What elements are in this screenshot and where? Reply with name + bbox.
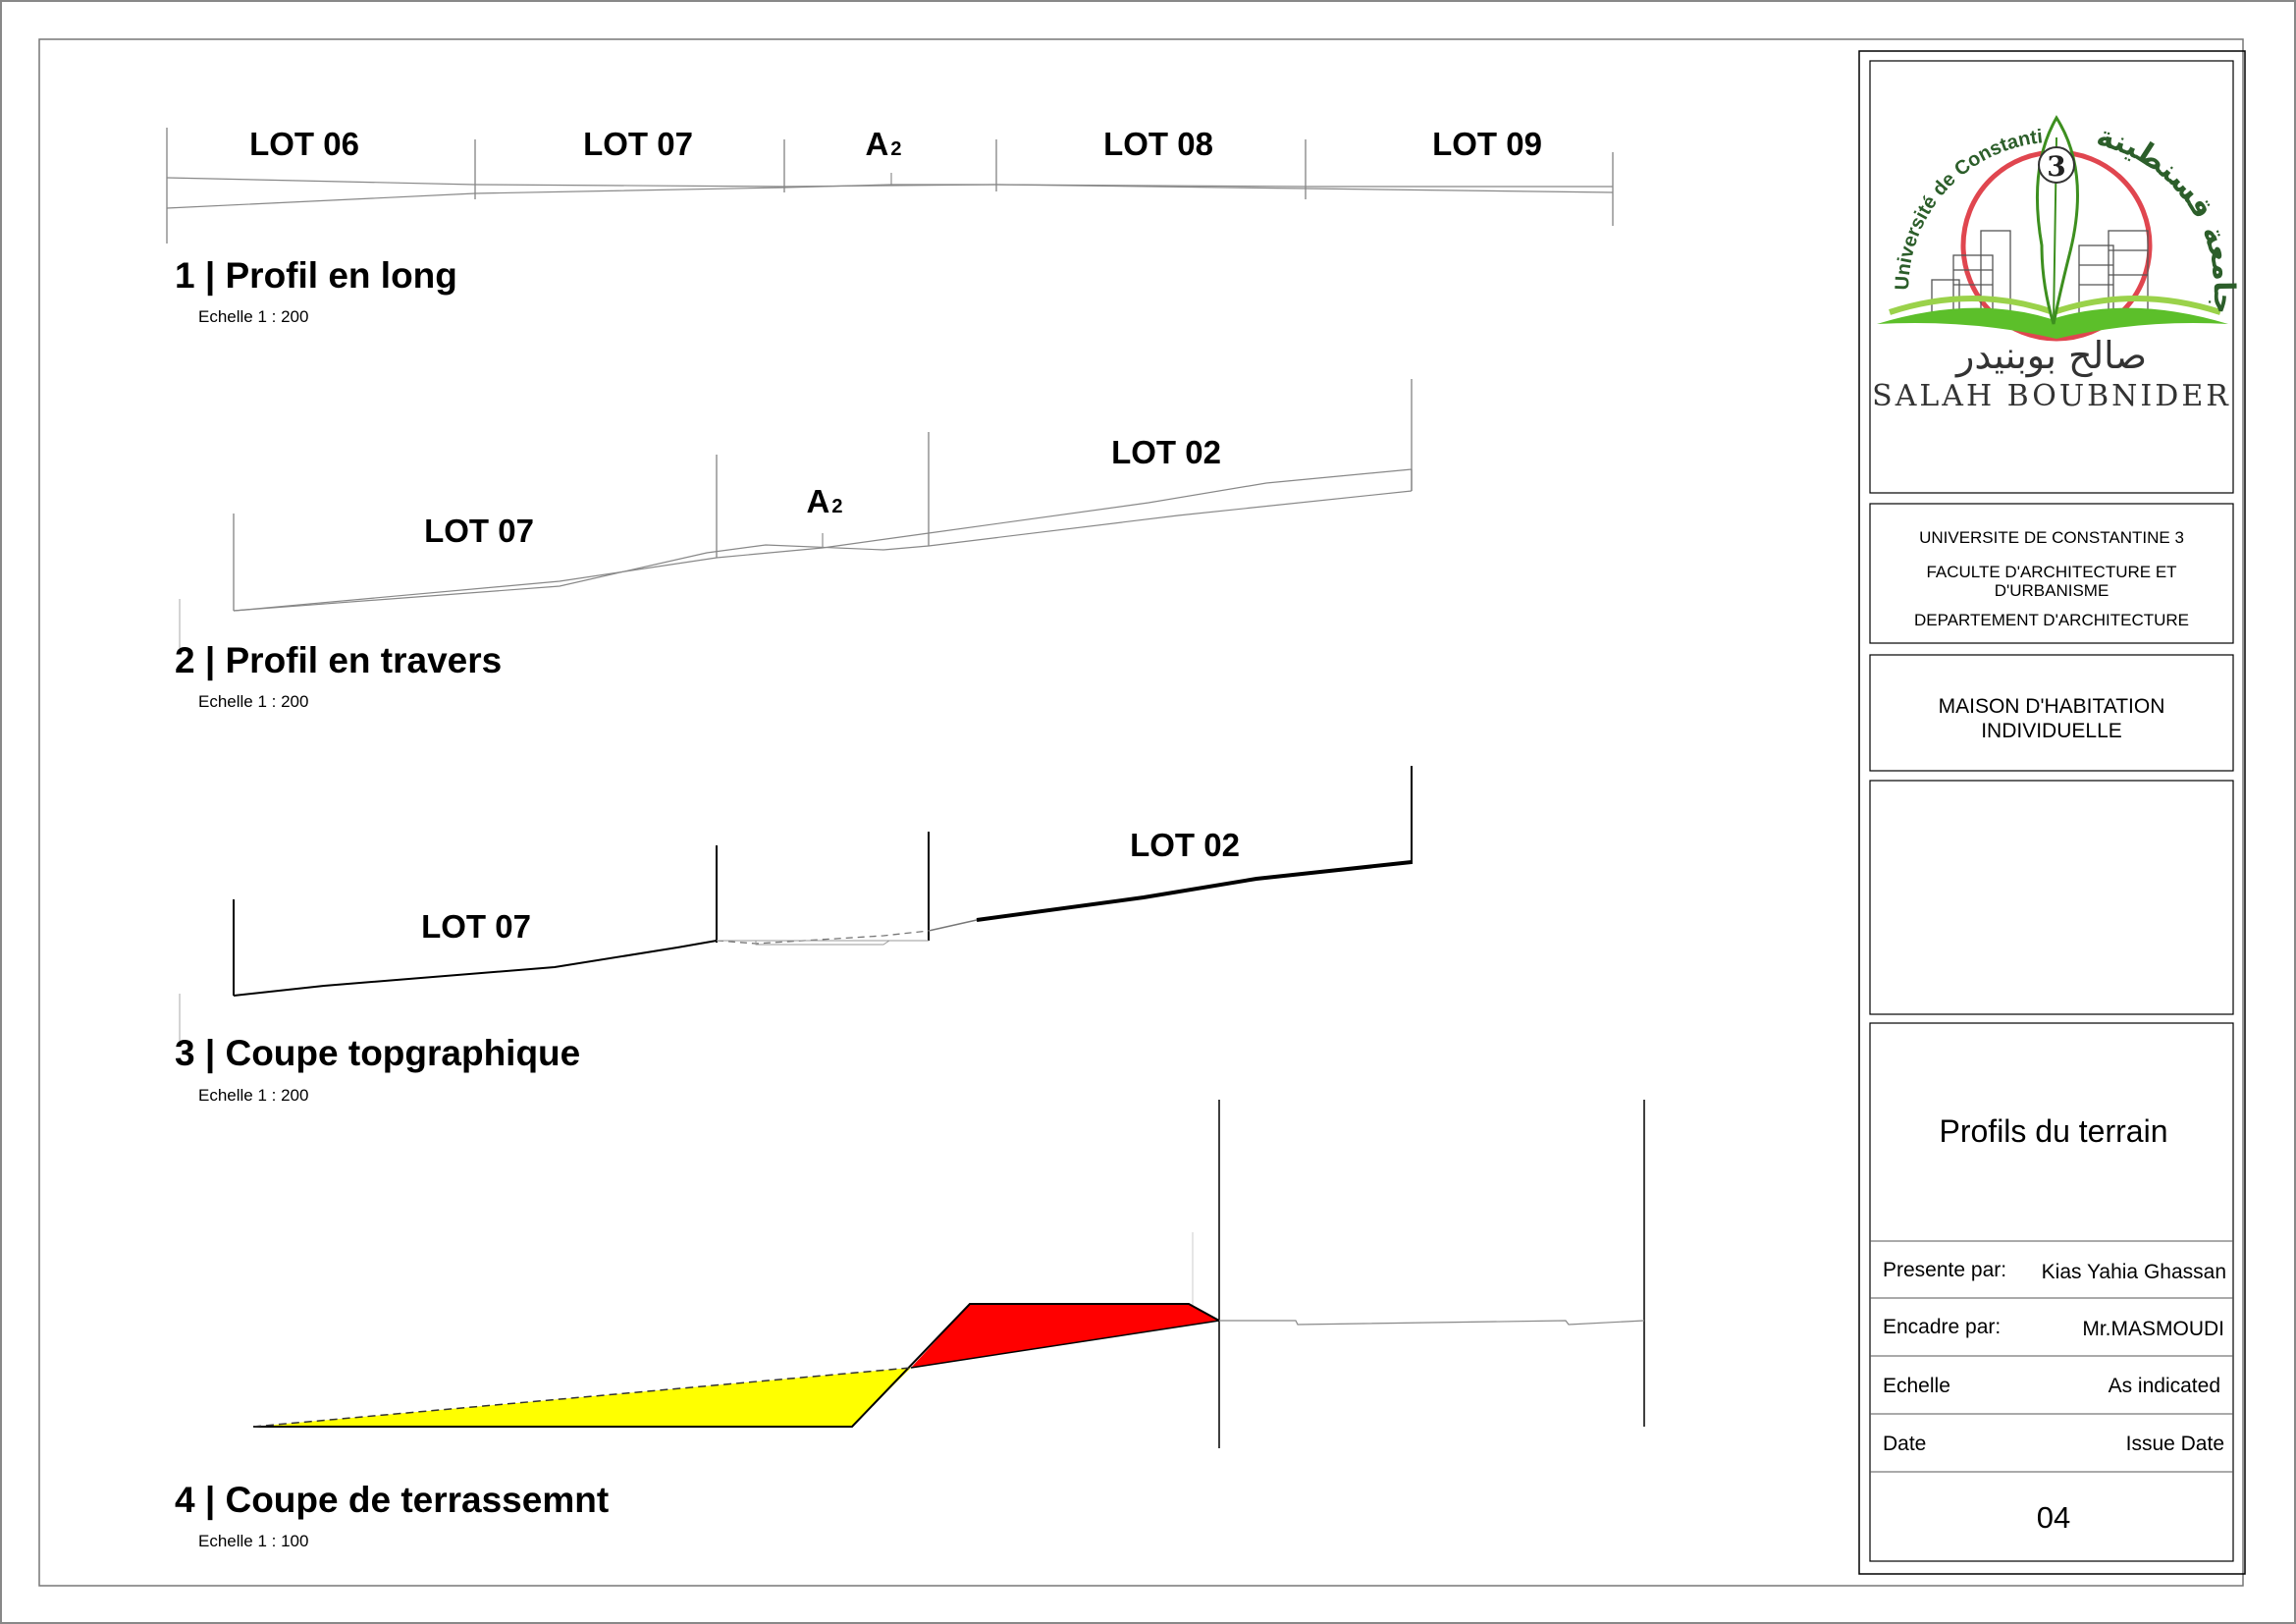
sheet-title: Profils du terrain	[1940, 1113, 2168, 1149]
project-title-line: INDIVIDUELLE	[1981, 720, 2122, 742]
view-title: 1 | Profil en long	[175, 255, 457, 297]
scale-note: Echelle 1 : 200	[198, 692, 308, 711]
lot-label: LOT 07	[421, 908, 531, 945]
fill-zone-yellow	[253, 1368, 911, 1427]
institution-line: FACULTE D'ARCHITECTURE ET	[1926, 563, 2176, 581]
logo-arabic-name: صالح بوبنيدر	[1954, 334, 2147, 378]
view-title: 2 | Profil en travers	[175, 640, 502, 681]
scale-note: Echelle 1 : 200	[198, 1086, 308, 1105]
info-value: Mr.MASMOUDI	[2082, 1318, 2224, 1340]
institution-line: UNIVERSITE DE CONSTANTINE 3	[1919, 528, 2184, 547]
lot-label: LOT 02	[1111, 434, 1221, 470]
institution-line: D'URBANISME	[1995, 581, 2109, 600]
scale-note: Echelle 1 : 100	[198, 1532, 308, 1550]
drawing-frame	[38, 38, 2244, 1587]
cut-zone-red	[911, 1304, 1219, 1368]
info-value: As indicated	[2109, 1375, 2220, 1397]
institution-panel: UNIVERSITE DE CONSTANTINE 3 FACULTE D'AR…	[1869, 503, 2234, 644]
logo-number: 3	[2047, 150, 2065, 183]
lot-label: LOT 08	[1103, 126, 1213, 162]
info-label: Presente par:	[1883, 1259, 2006, 1281]
institution-line: DEPARTEMENT D'ARCHITECTURE	[1914, 611, 2189, 629]
view-coupe-de-terrassement: 4 | Coupe de terrassemnt Echelle 1 : 100	[175, 1100, 1645, 1550]
project-title-line: MAISON D'HABITATION	[1939, 695, 2165, 718]
lot-label: LOT 09	[1432, 126, 1542, 162]
blank-panel	[1869, 780, 2234, 1015]
scale-note: Echelle 1 : 200	[198, 307, 308, 326]
info-label: Date	[1883, 1433, 1926, 1455]
lot-label: LOT 07	[583, 126, 693, 162]
sheet-info-panel: Profils du terrain Presente par: Kias Ya…	[1869, 1022, 2234, 1562]
info-value: Kias Yahia Ghassan	[2042, 1261, 2226, 1283]
lot-label: LOT 06	[249, 126, 359, 162]
view-title: 4 | Coupe de terrassemnt	[175, 1480, 609, 1521]
title-block: 3 Université de Constantine جامعة قسنطين…	[0, 0, 2246, 1575]
university-logo: 3 Université de Constantine جامعة قسنطين…	[0, 0, 2241, 494]
view-coupe-topographique: LOT 07 LOT 02 3 | Coupe topgraphique Ech…	[175, 766, 1413, 1105]
sheet-number: 04	[2037, 1500, 2070, 1535]
project-panel: MAISON D'HABITATION INDIVIDUELLE	[1869, 654, 2234, 772]
info-label: Echelle	[1883, 1375, 1950, 1397]
lot-label: LOT 02	[1130, 827, 1240, 863]
info-value: Issue Date	[2126, 1433, 2224, 1455]
lot-label: LOT 07	[424, 513, 534, 549]
view-title: 3 | Coupe topgraphique	[175, 1033, 580, 1074]
info-label: Encadre par:	[1883, 1316, 2001, 1338]
logo-latin-name: SALAH BOUBNIDER	[1872, 379, 2231, 413]
